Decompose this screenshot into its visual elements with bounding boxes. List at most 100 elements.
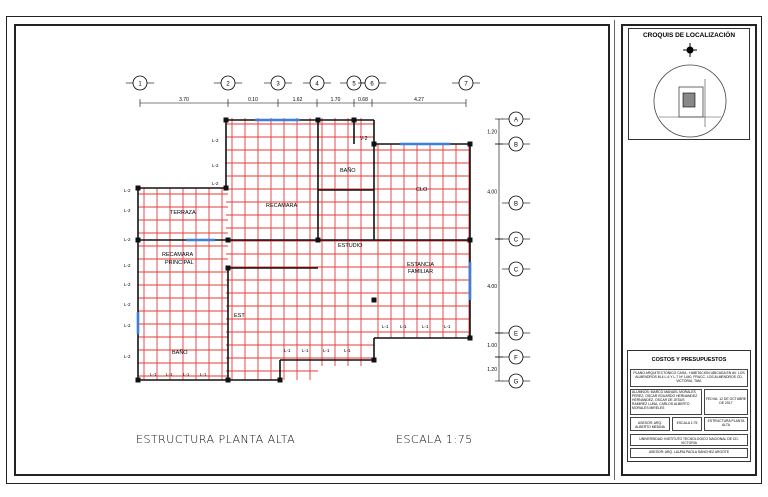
- beam-tag-bottom: L-1: [150, 372, 157, 377]
- axis-row-F: F: [502, 349, 530, 365]
- axis-column-label: 3: [276, 82, 280, 88]
- beam-tag-mid: L-1: [444, 324, 451, 329]
- beam-tag-bottom: L-1: [200, 372, 207, 377]
- date-cell: FECHA: 12 DE OCTUBRE DE 2017: [704, 389, 748, 415]
- sheet-frame: [6, 16, 762, 484]
- dimension-top: 3.70: [179, 97, 189, 103]
- column-post: [315, 237, 321, 243]
- axis-row-B: B: [502, 136, 530, 152]
- plan-labels: TERRAZA RECAMARA RECAMARA PRINCIPAL ESTU…: [162, 136, 434, 356]
- room-estancia-1: ESTANCIA: [407, 262, 434, 268]
- axis-column-6: 6: [358, 75, 386, 91]
- axis-row-G: G: [502, 373, 530, 389]
- room-est: EST: [234, 313, 245, 319]
- axis-row-C: C: [502, 231, 530, 247]
- axis-row-E: E: [502, 325, 530, 341]
- beam-tag-mid: L-1: [323, 348, 330, 353]
- axis-row-label: G: [514, 379, 519, 385]
- scale-cell: ESCALA 1:75: [672, 417, 702, 431]
- axis-row-label: F: [514, 355, 518, 361]
- axis-column-4: 4: [303, 75, 331, 91]
- dimension-top: 0.68: [358, 97, 368, 103]
- beam-tag-left: L-2: [212, 138, 219, 143]
- beam-tag-mid: L-1: [344, 348, 351, 353]
- beam-tag-mid: L-1: [284, 348, 291, 353]
- beam-tag-left: L-2: [124, 188, 131, 193]
- north-arrow-icon: [683, 43, 697, 57]
- dimension-right: 4.00: [487, 284, 497, 290]
- dimension-top: 4.27: [414, 97, 424, 103]
- axis-row-A: A: [502, 111, 530, 127]
- drawing-scale: ESCALA 1:75: [396, 433, 473, 446]
- axis-column-2: 2: [214, 75, 242, 91]
- column-post: [351, 117, 357, 123]
- beam-grid: [138, 118, 470, 380]
- axis-column-3: 3: [264, 75, 292, 91]
- drawing-area: [14, 24, 610, 476]
- beam-tag-left: L-2: [124, 302, 131, 307]
- column-post: [371, 141, 377, 147]
- beam-tag-left: L-2: [124, 263, 131, 268]
- cost-block: COSTOS Y PRESUPUESTOS PLANO ARQUITECTONI…: [627, 350, 751, 462]
- content-cell: ESTRUCTURA PLANTA ALTA: [704, 417, 748, 431]
- column-post: [371, 297, 377, 303]
- location-sketch-title: CROQUIS DE LOCALIZACIÓN: [642, 32, 736, 39]
- beam-tag-bottom: L-1: [166, 372, 173, 377]
- beam-tag-bottom: L-1: [183, 372, 190, 377]
- dimension-right: 1.20: [487, 367, 497, 373]
- dimension-right: 1.20: [487, 130, 497, 136]
- students-cell: ALUMNOS: MARCO MANUEL MORALES PEREZ, OSC…: [630, 389, 702, 415]
- column-post: [315, 117, 321, 123]
- axis-column-label: 5: [352, 82, 356, 88]
- beam-tag-left: L-2: [124, 208, 131, 213]
- axis-column-label: 7: [464, 82, 468, 88]
- beam-tag-mid: L-1: [400, 324, 407, 329]
- column-post: [467, 237, 473, 243]
- column-post: [467, 335, 473, 341]
- column-post: [225, 377, 231, 383]
- beam-tag-left: L-2: [124, 237, 131, 242]
- beam-tag-left: L-2: [212, 163, 219, 168]
- advisor-cell: ASESOR: ARQ. LAURA PAOLA SANCHEZ ARGOTE: [630, 448, 748, 458]
- dimension-top: 0.10: [248, 97, 258, 103]
- sheet-separator: [614, 20, 615, 480]
- axis-row-label: B: [514, 201, 518, 207]
- column-post: [135, 377, 141, 383]
- beam-tag-left: L-2: [124, 282, 131, 287]
- room-closet: CLO: [416, 187, 428, 193]
- column-post: [371, 357, 377, 363]
- column-post: [225, 237, 231, 243]
- column-post: [135, 237, 141, 243]
- location-sketch: CROQUIS DE LOCALIZACIÓN: [628, 28, 750, 140]
- axis-row-C: C: [502, 261, 530, 277]
- axis-row-label: B: [514, 142, 518, 148]
- project-cell: PLANO ARQUITECTONICO CASA - HABITACION U…: [630, 369, 748, 387]
- room-terraza: TERRAZA: [170, 210, 196, 216]
- column-post: [135, 185, 141, 191]
- room-estudio: ESTUDIO: [338, 243, 363, 249]
- column-post: [225, 265, 231, 271]
- axis-column-7: 7: [452, 75, 480, 91]
- axis-row-B: B: [502, 195, 530, 211]
- walls: [135, 117, 473, 383]
- axis-row-label: C: [514, 267, 519, 273]
- beam-label-v2: V-2: [360, 136, 368, 142]
- room-recamara-principal-1: RECAMARA: [162, 252, 194, 258]
- beam-tag-left: L-2: [124, 354, 131, 359]
- beam-tag-mid: L-1: [302, 348, 309, 353]
- drawing-title: ESTRUCTURA PLANTA ALTA: [136, 433, 296, 446]
- axis-column-1: 1: [126, 75, 154, 91]
- location-house: [682, 92, 696, 108]
- axis-row-label: E: [514, 331, 518, 337]
- column-post: [223, 117, 229, 123]
- location-map: [653, 43, 727, 138]
- title-block: [621, 24, 757, 476]
- room-banio-2: BAÑO: [340, 167, 356, 174]
- column-post: [277, 377, 283, 383]
- beam-tag-mid: L-1: [422, 324, 429, 329]
- dimension-right: 1.00: [487, 343, 497, 349]
- axis-column-label: 6: [370, 82, 374, 88]
